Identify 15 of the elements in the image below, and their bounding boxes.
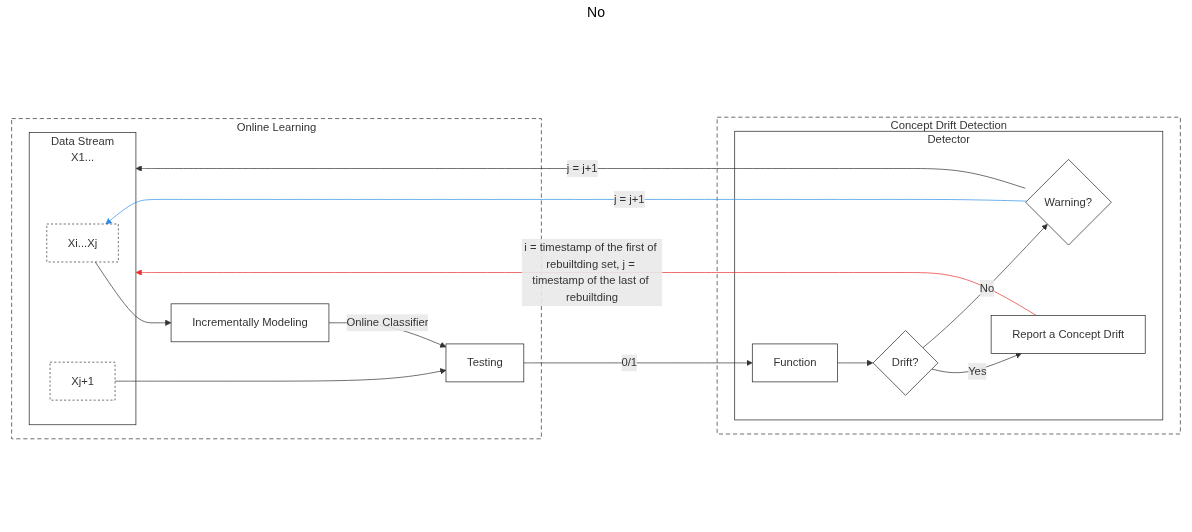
node-box: Xj+1	[49, 361, 116, 401]
edge-label: Online Classifier	[346, 316, 429, 329]
node-diamond: Drift?	[872, 330, 939, 396]
note-text: No	[587, 4, 605, 20]
edge-label: j = j+1	[566, 162, 598, 175]
edge-label: Yes	[968, 365, 987, 377]
node-box: Report a Concept Drift	[990, 315, 1146, 354]
edge-label: No	[979, 281, 995, 294]
edge-label: j = j+1	[613, 193, 645, 206]
node-box: Xi...Xj	[46, 223, 119, 263]
node-box: Incrementally Modeling	[170, 303, 330, 343]
edge-label: 0/1	[621, 356, 638, 369]
node-box: Testing	[445, 343, 525, 383]
node-diamond: Warning?	[1025, 159, 1112, 246]
node-box: Function	[751, 343, 838, 383]
